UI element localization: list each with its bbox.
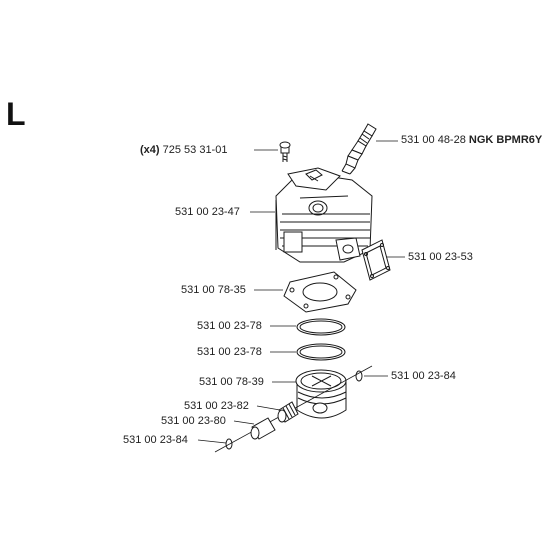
section-letter: L — [6, 96, 26, 132]
label-circlip-left: 531 00 23-84 — [123, 434, 188, 446]
label-intake-flange: 531 00 23-53 — [408, 251, 473, 263]
leader-lines — [197, 140, 405, 444]
label-piston-pin: 531 00 23-80 — [161, 415, 226, 427]
label-cylinder: 531 00 23-47 — [175, 206, 240, 218]
piston-pin — [250, 417, 276, 440]
spark-plug — [341, 123, 377, 175]
label-needle-bearing: 531 00 23-82 — [184, 400, 249, 412]
label-spark-plug: 531 00 48-28 NGK BPMR6Y — [401, 134, 543, 146]
label-piston-ring-lower: 531 00 23-78 — [197, 346, 262, 358]
needle-bearing — [277, 401, 299, 423]
cylinder-gasket — [283, 271, 357, 313]
label-circlip-right: 531 00 23-84 — [391, 370, 456, 382]
intake-flange — [361, 239, 391, 281]
cylinder — [275, 167, 373, 263]
label-cylinder-gasket: 531 00 78-35 — [181, 284, 246, 296]
circlip-right — [355, 370, 363, 382]
label-piston-ring-upper: 531 00 23-78 — [197, 320, 262, 332]
piston-ring-upper — [296, 318, 346, 336]
label-piston: 531 00 78-39 — [199, 376, 264, 388]
screw — [279, 141, 291, 162]
piston-ring-lower — [296, 343, 346, 361]
label-screw: (x4) 725 53 31-01 — [140, 144, 228, 156]
circlip-left — [225, 438, 233, 450]
piston — [295, 369, 347, 419]
